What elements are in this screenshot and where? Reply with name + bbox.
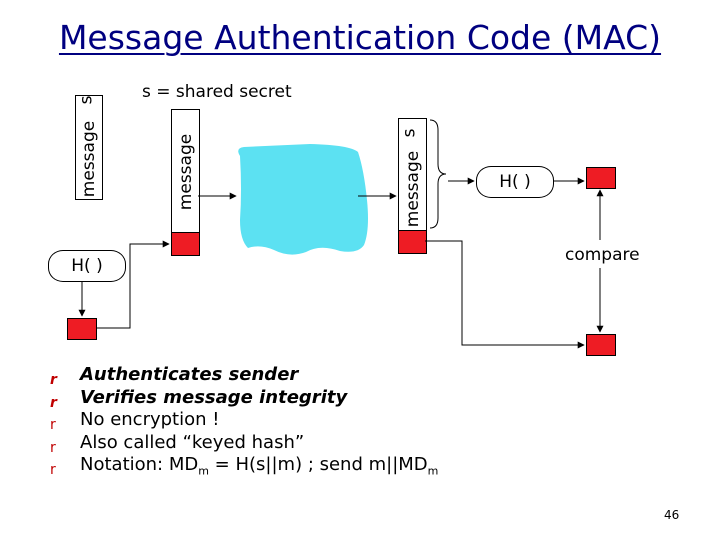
- middle-message-box: message: [171, 109, 200, 234]
- bullet-text: Also called “keyed hash”: [80, 431, 305, 453]
- hash-left: H( ): [48, 250, 126, 282]
- received-mac-box: [586, 334, 616, 356]
- bullet-marker: r: [50, 372, 57, 388]
- arrow-received-mac-to-compare: [425, 240, 585, 349]
- computed-mac-box: [586, 167, 616, 189]
- left-message-box: message: [75, 95, 103, 200]
- bullet-item: r Also called “keyed hash”: [50, 431, 438, 456]
- shared-secret-note: s = shared secret: [142, 82, 292, 102]
- notation-sub1: m: [198, 464, 209, 478]
- middle-red-box: [171, 232, 200, 256]
- bullet-marker: r: [50, 462, 56, 478]
- bullet-text: Authenticates sender: [80, 364, 299, 385]
- bullet-marker: r: [50, 417, 56, 433]
- right-red-box: [398, 230, 427, 254]
- notation-sub2: m: [427, 464, 439, 478]
- sender-mac-box: [67, 318, 97, 340]
- bullet-text: Verifies message integrity: [80, 386, 348, 408]
- bullet-marker: r: [50, 394, 57, 411]
- bullet-marker: r: [50, 439, 56, 456]
- notation-mid: = H(s||m) ; send m||MD: [208, 454, 428, 475]
- internet-cloud: [238, 144, 368, 255]
- bullet-item: r Verifies message integrity: [50, 386, 438, 411]
- bullet-item: r Authenticates sender: [50, 364, 438, 388]
- arrow-sender-mac-to-message: [96, 240, 170, 329]
- compare-label: compare: [565, 245, 640, 265]
- hash-right: H( ): [476, 166, 554, 198]
- slide-title: Message Authentication Code (MAC): [58, 18, 662, 57]
- notation-pre: Notation: MD: [80, 454, 199, 475]
- right-message-box: message: [398, 118, 427, 232]
- page-number: 46: [664, 508, 680, 522]
- right-brace: [429, 119, 447, 229]
- bullet-text: No encryption !: [80, 409, 220, 430]
- bullet-item: r No encryption !: [50, 409, 438, 433]
